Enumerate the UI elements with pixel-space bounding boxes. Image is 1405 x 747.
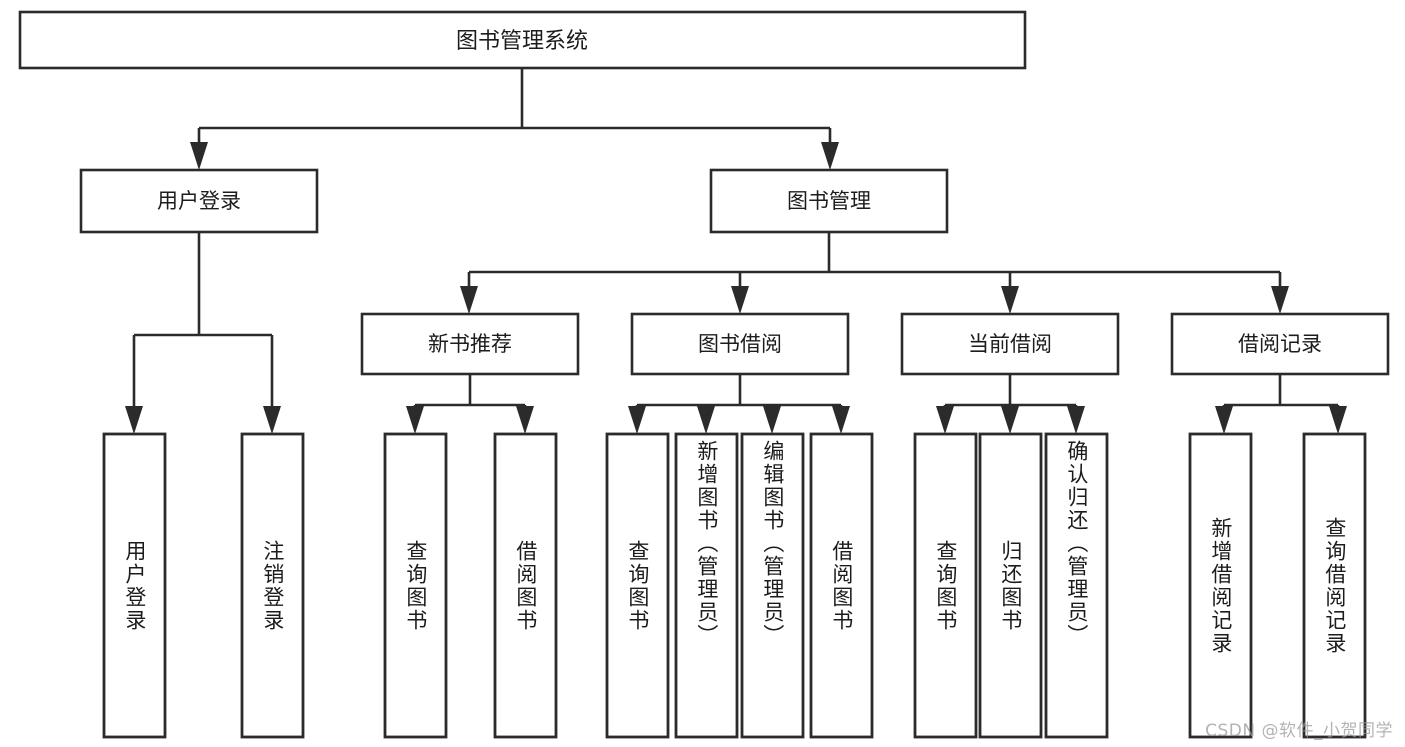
leaf-box-borrow-book-1[interactable] (493, 432, 558, 739)
arrow-head-leaf-query-book-1 (406, 406, 424, 434)
arrow-head-leaf-user-login (125, 406, 143, 434)
user-login-box[interactable] (79, 168, 319, 234)
arrow-head-borrow-record (1271, 286, 1289, 314)
node-borrow-record[interactable]: 借阅记录 (1170, 312, 1390, 376)
arrow-head-leaf-add-record (1215, 406, 1233, 434)
arrow-head-leaf-add-book (697, 406, 715, 434)
current-borrow-box[interactable] (900, 312, 1120, 376)
connector-root-to-level2 (190, 68, 839, 170)
node-new-book-recommend[interactable]: 新书推荐 (360, 312, 580, 376)
leaf-box-query-book-2[interactable] (605, 432, 670, 739)
connector-book-borrow-to-leaves (628, 374, 850, 434)
connector-borrow-record-to-leaves (1215, 374, 1347, 434)
arrow-head-book-borrow (731, 286, 749, 314)
borrow-record-label: 借阅记录 (1238, 332, 1322, 356)
root-box[interactable] (18, 10, 1027, 70)
node-root[interactable]: 图书管理系统 (18, 10, 1027, 70)
new-book-recommend-box[interactable] (360, 312, 580, 376)
leaf-box-return-book[interactable] (978, 432, 1043, 739)
arrow-head-leaf-borrow-book-1 (516, 406, 534, 434)
user-login-label: 用户登录 (157, 189, 241, 213)
leaf-box-user-login[interactable] (102, 432, 167, 739)
arrow-head-leaf-edit-book (763, 406, 781, 434)
connector-user-login-to-leaves (125, 232, 281, 434)
leaf-box-logout[interactable] (240, 432, 305, 739)
leaf-box-edit-book[interactable] (740, 432, 805, 739)
arrow-head-user-login (190, 142, 208, 170)
leaf-box-add-book[interactable] (674, 432, 739, 739)
arrow-head-leaf-logout (263, 406, 281, 434)
new-book-recommend-label: 新书推荐 (428, 332, 512, 356)
node-current-borrow[interactable]: 当前借阅 (900, 312, 1120, 376)
node-user-login[interactable]: 用户登录 (79, 168, 319, 234)
arrow-head-book-manage (821, 142, 839, 170)
arrow-head-leaf-query-book-2 (628, 406, 646, 434)
connector-current-borrow-to-leaves (936, 374, 1085, 434)
node-book-management[interactable]: 图书管理 (709, 168, 949, 234)
leaf-box-confirm-return[interactable] (1044, 432, 1109, 739)
current-borrow-label: 当前借阅 (968, 332, 1052, 356)
leaf-box-borrow-book-2[interactable] (809, 432, 874, 739)
node-book-borrow[interactable]: 图书借阅 (630, 312, 850, 376)
leaf-box-query-book-1[interactable] (383, 432, 448, 739)
arrow-head-leaf-confirm-return (1067, 406, 1085, 434)
leaf-box-add-record[interactable] (1188, 432, 1253, 739)
root-label: 图书管理系统 (456, 29, 588, 54)
leaf-box-query-book-3[interactable] (913, 432, 978, 739)
connector-new-book-to-leaves (406, 374, 534, 434)
connector-book-management-to-level3 (460, 232, 1289, 314)
book-management-label: 图书管理 (787, 189, 871, 213)
arrow-head-leaf-borrow-book-2 (832, 406, 850, 434)
book-borrow-label: 图书借阅 (698, 332, 782, 356)
leaf-box-query-record[interactable] (1302, 432, 1367, 739)
arrow-head-leaf-query-record (1329, 406, 1347, 434)
arrow-head-new-book (460, 286, 478, 314)
arrow-head-leaf-return-book (1001, 406, 1019, 434)
arrow-head-current-borrow (1001, 286, 1019, 314)
arrow-head-leaf-query-book-3 (936, 406, 954, 434)
